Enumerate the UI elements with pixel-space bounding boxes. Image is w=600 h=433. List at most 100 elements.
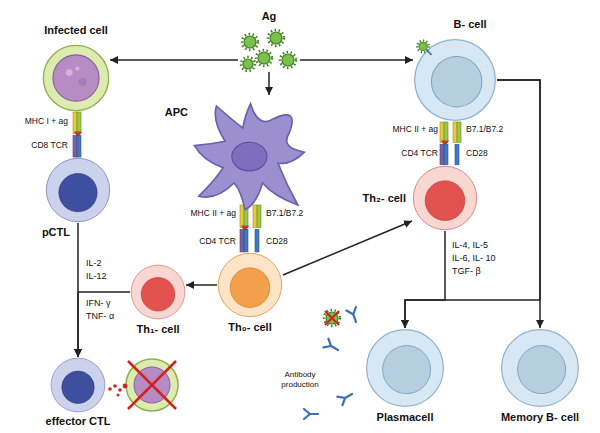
art-shape [502,330,579,407]
cell-label: Infected cell [44,24,108,37]
receptor-label: CD4 TCR [401,148,438,158]
precursor-ctl: pCTL [45,157,111,223]
receptor-label: MHC II + ag [392,124,438,134]
receptor-label: B7.1/B7.2 [266,208,303,218]
antibody [337,390,354,406]
mhc2-tcr-complex [240,205,261,252]
cell-outline [412,165,478,231]
art-shape [113,384,117,388]
pathway-arrow [110,59,238,61]
art-shape [62,371,94,403]
cell-outline [50,357,106,413]
art-shape [258,52,270,64]
receptor-label: CD4 TCR [199,236,236,246]
pathway-arrow [405,80,540,328]
art-shape [426,50,431,55]
cell-outline [238,28,300,72]
antigen-presenting-cell: APC [190,95,300,205]
mhc1-tcr-complex [73,112,82,157]
cell-label: APC [165,106,188,119]
cell-label: Th₀- cell [228,321,271,334]
art-shape [383,346,431,394]
receptor-label: MHC I + ag [25,116,68,126]
pathway-arrow [300,59,413,61]
art-shape [232,142,267,171]
art-shape [324,310,340,326]
art-shape [51,358,105,412]
art-shape [367,330,444,407]
effector-ctl: effector CTL [50,357,106,413]
cytokine-label: IFN- γ [86,298,111,309]
cell-outline [500,328,580,408]
art-shape [325,311,339,325]
art-shape [256,50,272,66]
cell-outline [130,264,186,320]
art-shape [141,277,175,311]
cell-outline [42,44,110,112]
cell-label: Memory B- cell [501,411,579,424]
art-shape [431,56,481,106]
receptor-label: CD28 [266,236,288,246]
art-shape [43,45,108,110]
pathway-arrow [405,231,445,328]
art-shape [244,36,256,48]
art-shape [59,174,97,212]
art-shape [241,57,255,71]
antibody [323,339,340,355]
art-shape [75,66,79,70]
cell-label: Ag [262,10,277,23]
art-shape [425,181,465,221]
pathway-arrow [497,80,540,328]
cytokine-label: IL-4, IL-5 [452,240,488,251]
art-shape [128,361,176,409]
art-shape [218,253,281,316]
art-shape [280,52,296,68]
art-shape [126,359,178,411]
cytokine-label: IL-6, IL- 10 [452,253,496,264]
cell-label: Th₂- cell [363,192,406,205]
cytokine-label: IL-12 [86,271,107,282]
cell-label: Th₁- cell [136,323,179,336]
art-shape [419,42,427,50]
art-shape [131,265,185,319]
art-shape [243,59,253,69]
killed-infected-cell [126,359,178,411]
art-shape [415,40,496,121]
pathway-arrow [186,284,217,286]
cell-label: effector CTL [46,415,111,428]
receptor-label: CD8 TCR [31,140,68,150]
cytokine-label: IL-2 [86,258,102,269]
mhc2-tcr-complex [440,122,461,165]
art-shape [108,387,112,391]
art-shape [326,312,338,324]
cell-outline [45,157,111,223]
cell-label: pCTL [42,226,70,239]
note-label: Antibody production [271,370,329,389]
pathway-arrow [78,292,130,357]
th2-cell: Th₂- cell [412,165,478,231]
art-shape [117,394,120,397]
art-shape [194,104,304,210]
cell-label: Plasmacell [377,411,434,424]
art-shape [66,69,73,76]
plasma-cell: Plasmacell [365,328,445,408]
antibody [304,409,318,419]
pathway-arrow [268,72,270,95]
art-shape [123,384,128,389]
memory-b-cell: Memory B- cell [500,328,580,408]
cell-label: B- cell [453,18,486,31]
art-shape [268,30,284,46]
antibody [347,307,361,324]
receptor-label: MHC II + ag [190,208,236,218]
antigen-cluster: Ag [238,28,300,72]
receptor-label: B7.1/B7.2 [466,124,503,134]
perforin-dots [108,384,127,397]
cytokine-label: TNF- α [86,311,114,322]
cell-outline [190,95,300,205]
pathway-arrow [283,221,412,275]
art-shape [413,166,476,229]
art-shape [270,32,282,44]
art-shape [46,158,109,221]
cytokine-label: TGF- β [452,266,481,277]
